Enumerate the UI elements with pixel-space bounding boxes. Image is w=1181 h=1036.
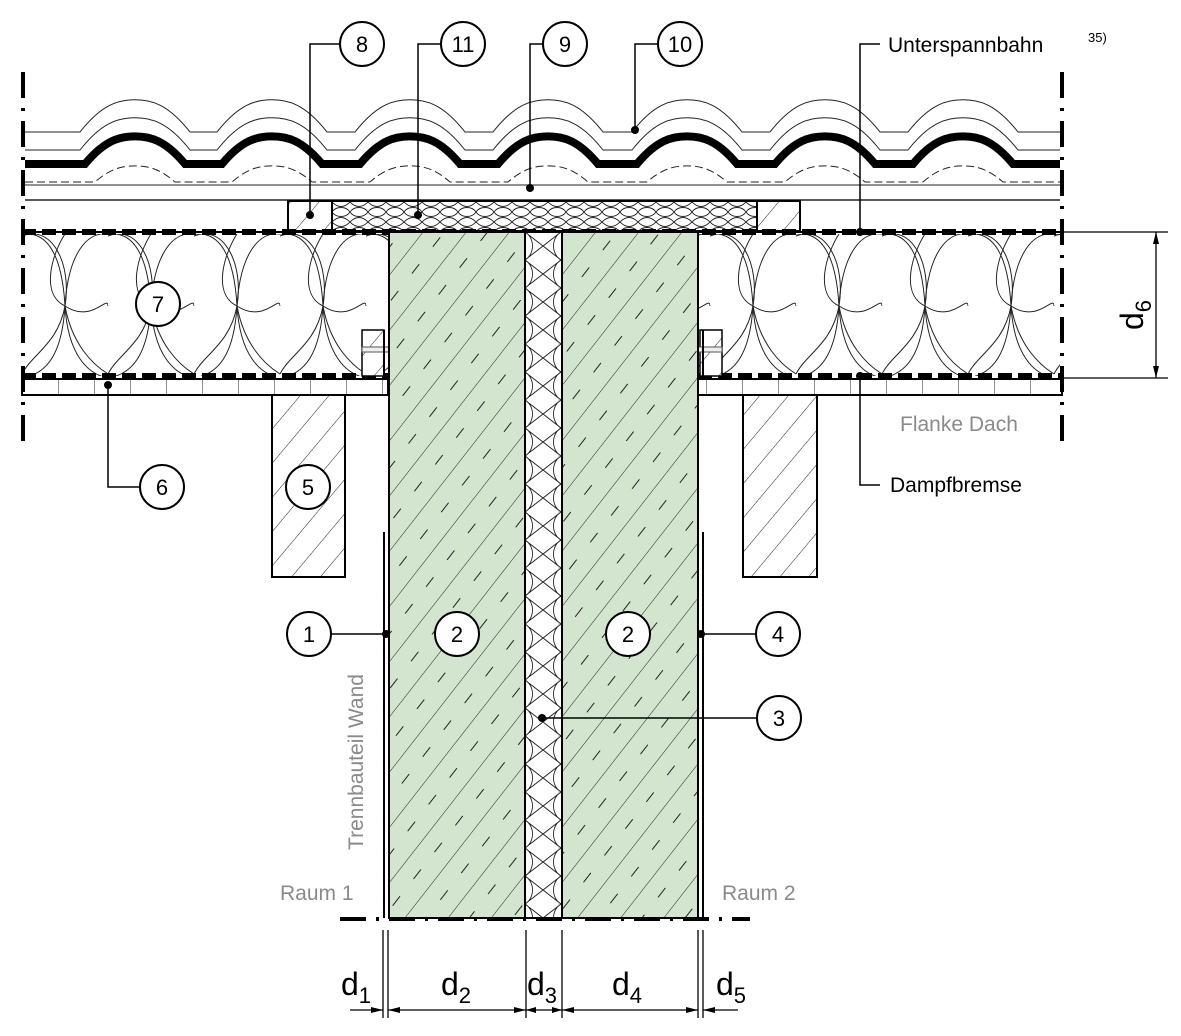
callout-number: 4 (772, 622, 784, 647)
leader-dots (104, 126, 864, 722)
dimension-lines-bottom (350, 930, 738, 1018)
callout-5: 5 (285, 464, 331, 510)
callout-9: 9 (542, 21, 588, 67)
callout-number: 6 (156, 475, 168, 500)
dimension-d6-lines (1062, 231, 1168, 379)
callout-6: 6 (139, 464, 185, 510)
board-6-left (21, 378, 389, 396)
dim-d5: d5 (716, 966, 746, 1008)
dim-d6: d6 (1114, 300, 1156, 330)
callout-3: 3 (756, 695, 802, 741)
label-flanke-dach: Flanke Dach (900, 413, 1018, 436)
label-trennbauteil-wand: Trennbauteil Wand (345, 674, 368, 850)
callout-2-left: 2 (434, 611, 480, 657)
callout-number: 3 (773, 706, 785, 731)
callout-1: 1 (286, 611, 332, 657)
label-dampfbremse: Dampfbremse (890, 474, 1022, 497)
callout-2-right: 2 (605, 611, 651, 657)
label-footnote-ref: 35) (1088, 30, 1107, 45)
callout-11: 11 (440, 21, 486, 67)
callout-number: 2 (622, 622, 634, 647)
dim-d4: d4 (612, 966, 642, 1008)
callout-8: 8 (339, 21, 385, 67)
dim-d3: d3 (527, 966, 557, 1008)
dim-d2: d2 (441, 966, 471, 1008)
roof-tiles (25, 99, 1060, 201)
masonry-2-right (561, 231, 699, 919)
callout-number: 2 (451, 622, 463, 647)
callout-number: 9 (559, 32, 571, 57)
callout-7: 7 (135, 281, 181, 327)
board-6-right (697, 378, 1063, 396)
callout-number: 7 (152, 292, 164, 317)
insulation-7-right (698, 234, 1060, 376)
callout-number: 5 (302, 475, 314, 500)
dim-d1: d1 (341, 966, 371, 1008)
label-raum-2: Raum 2 (722, 882, 796, 905)
rafter-5-right (742, 394, 818, 578)
fixing-batten-right (699, 329, 723, 377)
insulation-7-left (24, 234, 388, 376)
callout-4: 4 (755, 611, 801, 657)
callout-10: 10 (657, 21, 703, 67)
insulation-11 (331, 200, 758, 232)
dimension-arrows (371, 1007, 715, 1013)
insulation-3 (524, 231, 563, 919)
callout-number: 8 (356, 32, 368, 57)
callout-number: 1 (303, 622, 315, 647)
leader-lines (107, 43, 880, 719)
callout-number: 10 (668, 32, 692, 57)
fixing-batten-left (361, 329, 385, 377)
label-unterspannbahn: Unterspannbahn (888, 34, 1043, 57)
masonry-2-left (388, 231, 526, 919)
callout-number: 11 (452, 32, 475, 57)
batten-8-right (756, 200, 801, 232)
label-raum-1: Raum 1 (280, 882, 354, 905)
